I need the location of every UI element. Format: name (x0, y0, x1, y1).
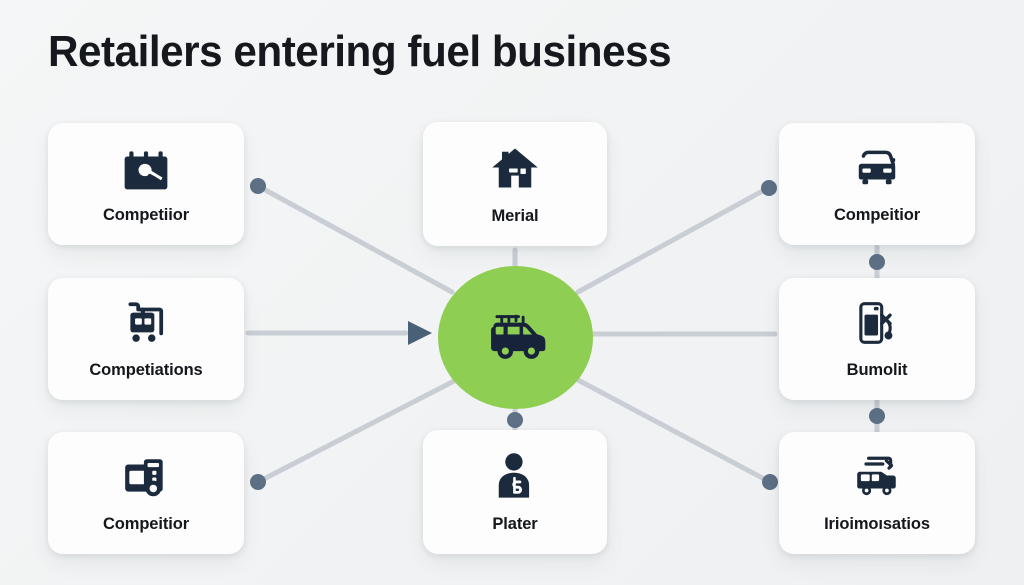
shopping-cart-icon (121, 298, 171, 348)
node-card-label: Merial (491, 207, 539, 225)
fuel-pump-icon (852, 298, 902, 348)
connector-dot-l1 (250, 178, 266, 194)
connector-l3-hub (255, 377, 459, 485)
node-card-label: Plater (492, 515, 538, 533)
node-card-label: Compeitior (102, 515, 190, 533)
node-card-compeitior-right[interactable]: Compeitior (779, 123, 975, 245)
node-card-label: Irioimoısatios (824, 515, 930, 533)
node-card-label: Competiior (102, 206, 190, 224)
delivery-truck-icon (852, 452, 902, 502)
car-front-icon (852, 143, 902, 193)
connector-hub-r1 (575, 185, 771, 295)
connector-dot-r3 (762, 474, 778, 490)
connector-hub-r3 (575, 377, 773, 485)
connector-l1-hub (255, 183, 455, 295)
node-card-label: Bumolit (846, 361, 908, 379)
person-icon (489, 450, 541, 502)
node-card-merial[interactable]: Merial (423, 122, 607, 246)
hub-node-vehicle[interactable] (438, 266, 593, 409)
page-title: Retailers entering fuel business (48, 27, 672, 76)
connector-dot-r1 (761, 180, 777, 196)
connector-dot-l3 (250, 474, 266, 490)
suv-car-icon (478, 300, 554, 376)
arrow-head-right-icon (408, 321, 432, 345)
node-card-irioimosatios[interactable]: Irioimoısatios (779, 432, 975, 554)
connector-dot-r1-r2 (869, 254, 885, 270)
node-card-bumolit[interactable]: Bumolit (779, 278, 975, 400)
node-card-competiior-left[interactable]: Competiior (48, 123, 244, 245)
connector-dot-hub-bottom (507, 412, 523, 428)
node-card-label: Compeitior (833, 206, 921, 224)
monitor-device-icon (121, 452, 171, 502)
node-card-competiations[interactable]: Competiations (48, 278, 244, 400)
node-card-label: Competiations (89, 361, 203, 379)
calendar-hand-icon (121, 143, 171, 193)
connector-dot-r2-r3 (869, 408, 885, 424)
house-icon (489, 142, 541, 194)
node-card-compeitior-left[interactable]: Compeitior (48, 432, 244, 554)
node-card-plater[interactable]: Plater (423, 430, 607, 554)
